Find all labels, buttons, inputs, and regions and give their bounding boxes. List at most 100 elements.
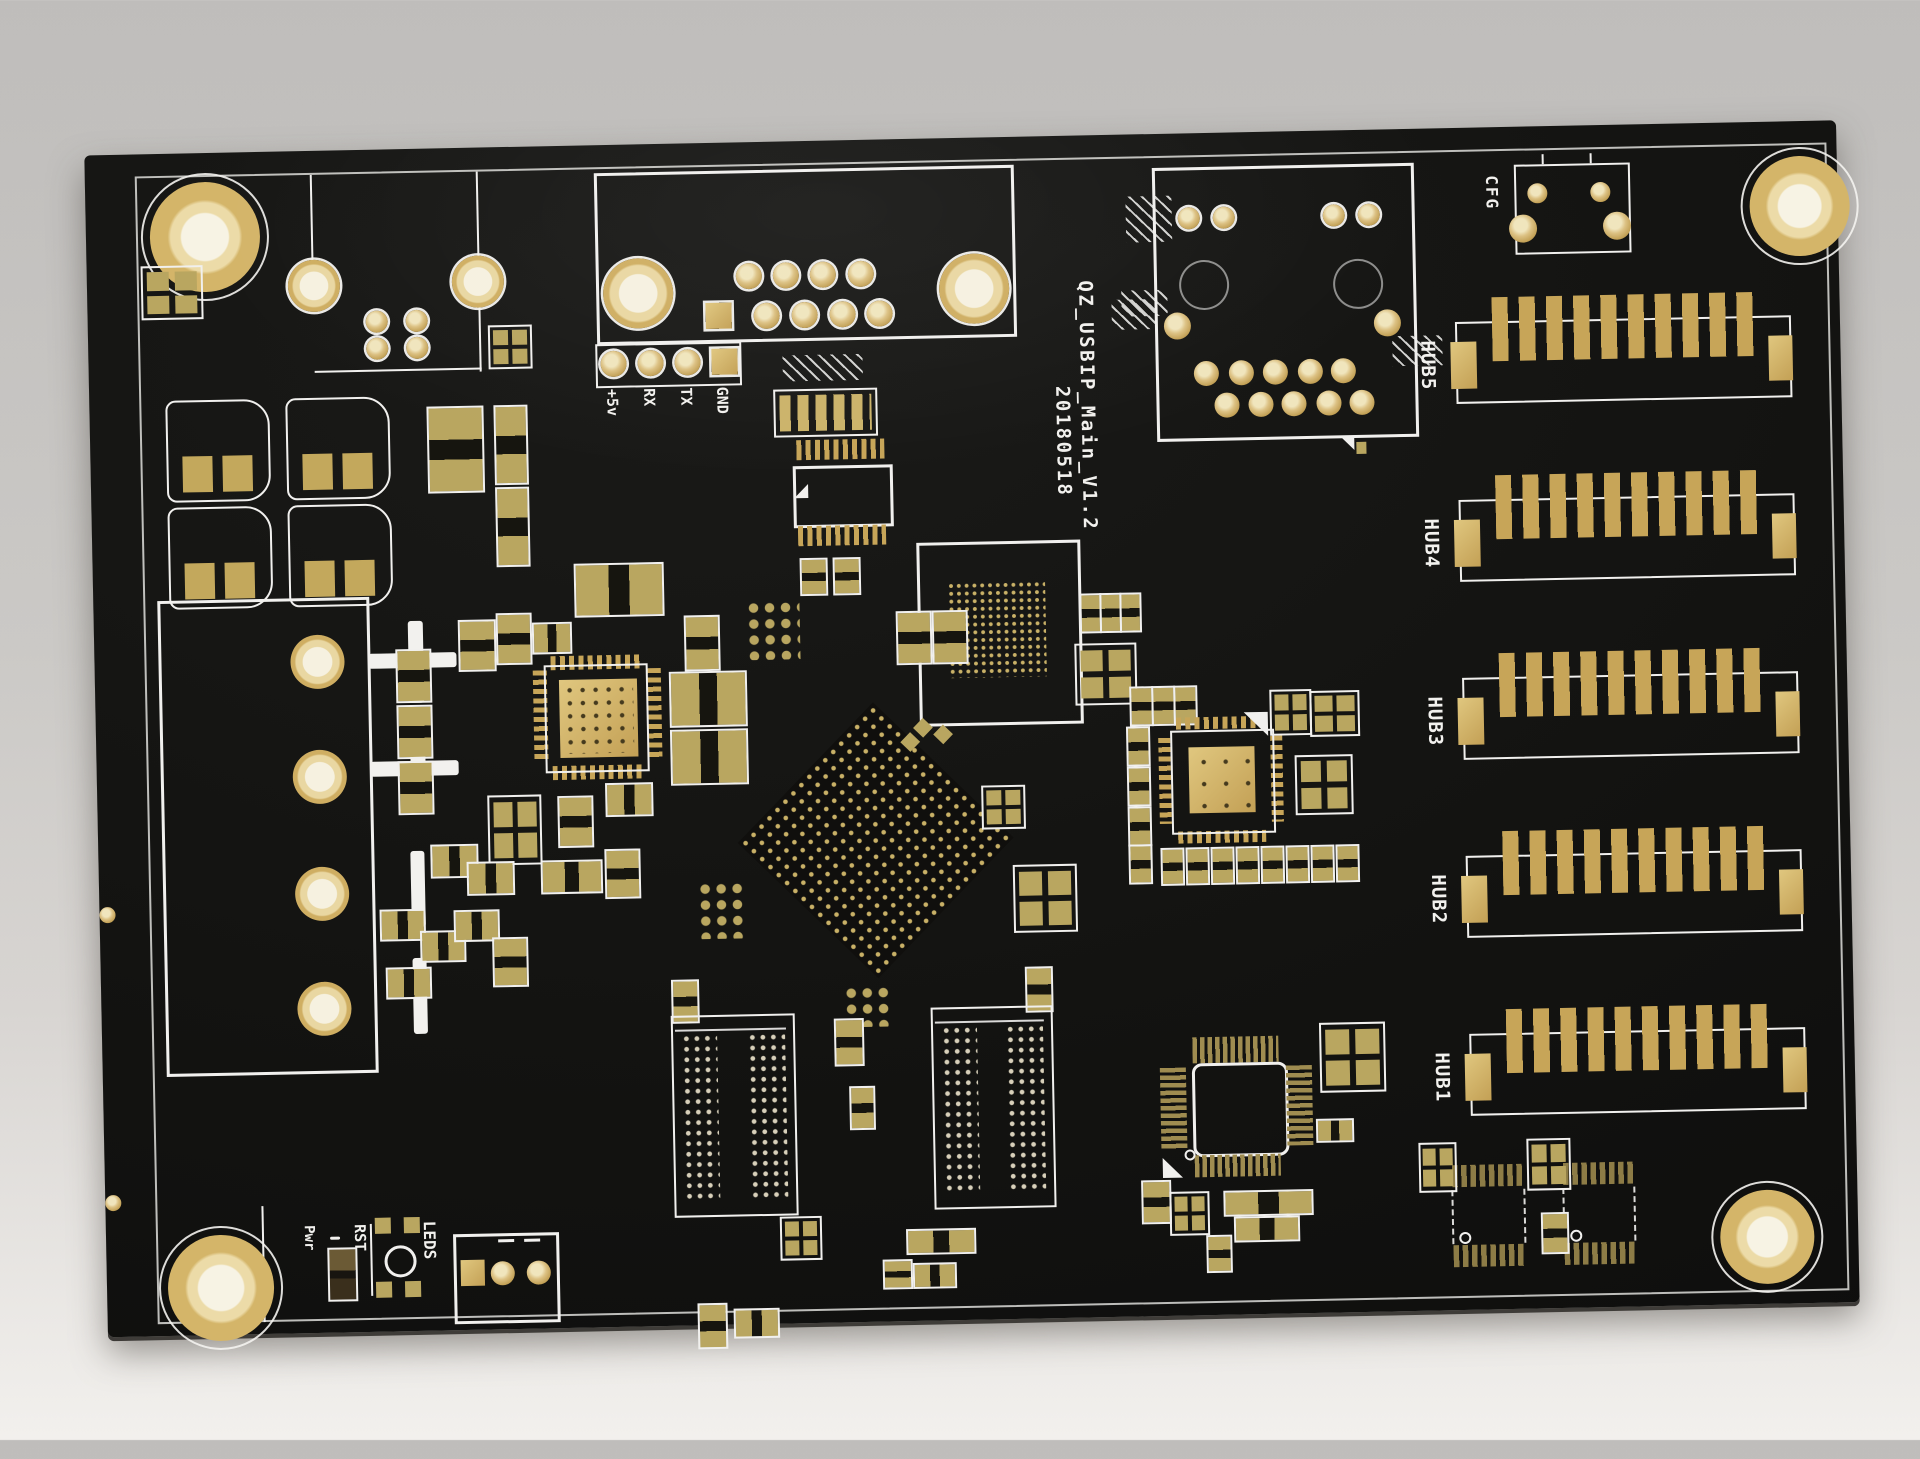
smd-passive [1223, 1189, 1314, 1217]
cfg-tab [1541, 154, 1544, 165]
smd-passive [466, 860, 516, 896]
pad-cluster [745, 599, 801, 661]
smd-component [487, 794, 543, 866]
smd-passive [1129, 686, 1154, 727]
hub-connector: HUB5 [1415, 291, 1797, 411]
smd-component [1526, 1137, 1572, 1191]
smd-passive [882, 1259, 914, 1290]
hatch-marks [1121, 289, 1168, 317]
tsop-pins [1451, 1163, 1526, 1188]
tsop-pins [1562, 1161, 1636, 1185]
pin1-notch [794, 484, 809, 499]
leds-pad-square [460, 1259, 486, 1287]
uart-label: RX [640, 387, 659, 407]
reset-label: RST [350, 1223, 370, 1252]
smd-passive [1233, 1215, 1301, 1243]
smd-component [1169, 1191, 1211, 1236]
button-pad [374, 1217, 391, 1234]
button-pad [404, 1280, 422, 1298]
smd-passive [895, 610, 933, 666]
hub-label: HUB5 [1416, 340, 1440, 391]
plus-mark-small [330, 1236, 341, 1240]
smd-component [140, 265, 204, 321]
qfp-pins-right [1285, 1065, 1314, 1146]
hub-connector: HUB4 [1419, 469, 1801, 589]
edge-via [99, 906, 116, 924]
inductor-footprint [573, 561, 665, 618]
smd-passive [906, 1227, 977, 1256]
smd-component [1309, 689, 1361, 737]
diode-footprint [495, 486, 531, 568]
smd-passive [1310, 844, 1336, 883]
tssop-pins-bottom [797, 524, 887, 547]
smd-passive [457, 619, 497, 673]
qfp-pins-left [1159, 1067, 1188, 1151]
qfn-thermal-pad [1188, 746, 1256, 814]
smd-passive [833, 1017, 865, 1067]
smd-passive [495, 612, 533, 666]
smd-component [1418, 1142, 1458, 1193]
hub-label: HUB4 [1419, 518, 1443, 569]
smd-passive [1335, 844, 1361, 883]
uart-label: TX [677, 387, 696, 406]
power-label: Pwr [300, 1225, 318, 1251]
capacitor-footprint [287, 503, 394, 608]
smd-passive [426, 405, 486, 494]
qfp-body [1191, 1061, 1290, 1158]
smd-passive [1127, 806, 1153, 847]
connector-pad-square [705, 302, 732, 330]
hub-connector: HUB3 [1423, 647, 1805, 767]
smd-passive [492, 936, 530, 988]
uart-pad-square [711, 348, 738, 375]
cfg-label: CFG [1481, 175, 1502, 211]
smd-passive [604, 848, 642, 900]
hatch-marks [782, 353, 863, 382]
mounting-hole [166, 1233, 276, 1342]
smd-passive [604, 782, 654, 818]
dash [498, 1239, 515, 1243]
button-pad [403, 1216, 420, 1234]
qfp-pins-bottom [1194, 1153, 1282, 1178]
led-footprint [327, 1247, 359, 1302]
smd-passive [531, 621, 573, 655]
smd-passive [1151, 685, 1176, 727]
smd-passive [396, 704, 434, 760]
smd-component [487, 324, 533, 370]
pcb-board: +5v RX TX GND QZ_USBIP_Main_V1.2 2018051… [84, 120, 1860, 1350]
smd-passive [1540, 1211, 1570, 1255]
capacitor-footprint [165, 398, 272, 503]
capacitor-footprint [285, 396, 392, 501]
cfg-connector [1513, 162, 1632, 255]
smd-passive [912, 1262, 958, 1290]
smd-passive [1285, 845, 1311, 884]
silkscreen-date: 20180518 [1051, 385, 1076, 498]
smd-component [981, 784, 1026, 830]
smd-passive [1141, 1179, 1172, 1225]
smd-passive [1125, 726, 1151, 767]
hub-connector: HUB1 [1430, 1003, 1812, 1123]
smd-passive [849, 1085, 877, 1131]
mounting-hole [1719, 1188, 1816, 1285]
ddr-footprint [670, 1013, 799, 1218]
smd-passive [1185, 847, 1211, 886]
smd-component [779, 1215, 823, 1261]
uart-label: GND [713, 386, 732, 414]
uart-label: +5v [603, 388, 622, 417]
smd-passive [799, 557, 829, 597]
smd-passive [540, 859, 604, 895]
leds-label: LEDS [419, 1220, 440, 1260]
smd-passive [1260, 845, 1286, 884]
ddr-footprint [930, 1005, 1057, 1210]
hub-label: HUB3 [1423, 696, 1447, 747]
smd-passive [683, 614, 721, 672]
smd-passive [1210, 846, 1236, 885]
edge-via [105, 1194, 122, 1212]
smd-passive [1126, 766, 1152, 807]
hub-connector: HUB2 [1426, 825, 1808, 945]
smd-component [1012, 863, 1079, 933]
dash [524, 1238, 541, 1242]
inductor-footprint [668, 670, 748, 728]
cfg-tab [1589, 153, 1592, 164]
